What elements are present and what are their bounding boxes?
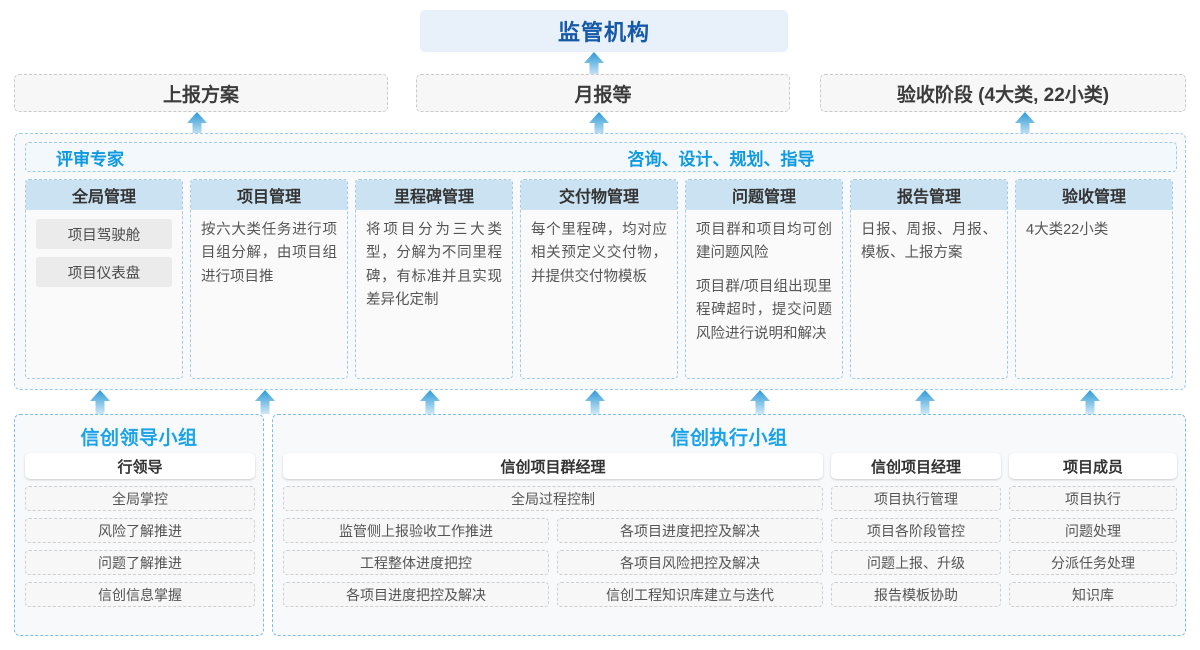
task-cell: 监管侧上报验收工作推进 bbox=[283, 518, 549, 543]
task-cell: 项目执行管理 bbox=[831, 486, 1001, 511]
mgmt-title-2: 里程碑管理 bbox=[356, 180, 512, 210]
task-cell: 知识库 bbox=[1009, 582, 1177, 607]
mgmt-para-6-0: 4大类22小类 bbox=[1026, 222, 1109, 238]
mgmt-title-4: 问题管理 bbox=[686, 180, 842, 210]
task-cell: 问题处理 bbox=[1009, 518, 1177, 543]
arrow-up-to-mgmt-acceptance bbox=[1079, 390, 1101, 414]
leading-group-panel: 信创领导小组 行领导 全局掌控 风险了解推进 问题了解推进 信创信息掌握 bbox=[14, 414, 264, 636]
mgmt-column-global: 全局管理 项目驾驶舱 项目仪表盘 bbox=[25, 179, 183, 379]
leading-group-title: 信创领导小组 bbox=[80, 428, 198, 449]
arrow-up-to-mgmt-global bbox=[89, 390, 111, 414]
mgmt-para-4-1: 项目群/项目组出现里程碑超时，提交问题风险进行说明和解决 bbox=[696, 278, 832, 342]
role-head-project-manager: 信创项目经理 bbox=[831, 453, 1001, 479]
task-cell: 项目各阶段管控 bbox=[831, 518, 1001, 543]
task-cell: 项目执行 bbox=[1009, 486, 1177, 511]
task-cell: 报告模板协助 bbox=[831, 582, 1001, 607]
task-cell: 各项目进度把控及解决 bbox=[283, 582, 549, 607]
report-box-acceptance: 验收阶段 (4大类, 22小类) bbox=[820, 74, 1186, 112]
role-head-bank-leader: 行领导 bbox=[25, 453, 255, 479]
mgmt-chip-cockpit: 项目驾驶舱 bbox=[36, 219, 172, 249]
report-label-0: 上报方案 bbox=[162, 84, 239, 106]
mgmt-body-1: 按六大类任务进行项目组分解，由项目组进行项目推 bbox=[191, 210, 347, 289]
mgmt-column-milestone: 里程碑管理 将项目分为三大类型，分解为不同里程碑，有标准并且实现差异化定制 bbox=[355, 179, 513, 379]
service-header-consulting: 咨询、设计、规划、指导 bbox=[25, 142, 1177, 172]
mgmt-title-6: 验收管理 bbox=[1016, 180, 1172, 210]
task-cell: 信创信息掌握 bbox=[25, 582, 255, 607]
task-cell: 工程整体进度把控 bbox=[283, 550, 549, 575]
report-box-plan: 上报方案 bbox=[14, 74, 388, 112]
report-label-1: 月报等 bbox=[574, 84, 632, 106]
arrow-up-to-mgmt-project bbox=[254, 390, 276, 414]
leading-group-column: 行领导 全局掌控 风险了解推进 问题了解推进 信创信息掌握 bbox=[25, 453, 255, 607]
mgmt-chip-dashboard: 项目仪表盘 bbox=[36, 257, 172, 287]
task-cell: 各项目风险把控及解决 bbox=[557, 550, 823, 575]
arrow-up-to-report-plan bbox=[186, 112, 208, 136]
mgmt-column-issue: 问题管理 项目群和项目均可创建问题风险 项目群/项目组出现里程碑超时，提交问题风… bbox=[685, 179, 843, 379]
arrow-up-to-mgmt-report bbox=[914, 390, 936, 414]
mgmt-body-5: 日报、周报、月报、模板、上报方案 bbox=[851, 210, 1007, 266]
mgmt-title-0: 全局管理 bbox=[26, 180, 182, 210]
mgmt-title-5: 报告管理 bbox=[851, 180, 1007, 210]
mgmt-para-4-0: 项目群和项目均可创建问题风险 bbox=[696, 222, 832, 262]
mgmt-para-2-0: 将项目分为三大类型，分解为不同里程碑，有标准并且实现差异化定制 bbox=[366, 222, 502, 309]
service-panel: 评审专家 咨询、设计、规划、指导 全局管理 项目驾驶舱 项目仪表盘 项目管理 按… bbox=[14, 133, 1186, 390]
mgmt-column-report: 报告管理 日报、周报、月报、模板、上报方案 bbox=[850, 179, 1008, 379]
task-cell: 问题了解推进 bbox=[25, 550, 255, 575]
role-head-project-member: 项目成员 bbox=[1009, 453, 1177, 479]
service-header-right-label: 咨询、设计、规划、指导 bbox=[627, 149, 815, 169]
program-manager-task-grid: 监管侧上报验收工作推进 各项目进度把控及解决 工程整体进度把控 各项目风险把控及… bbox=[283, 511, 823, 607]
mgmt-para-1-0: 按六大类任务进行项目组分解，由项目组进行项目推 bbox=[201, 222, 337, 285]
mgmt-column-deliverable: 交付物管理 每个里程碑，均对应相关预定义交付物，并提供交付物模板 bbox=[520, 179, 678, 379]
arrow-up-to-mgmt-deliverable bbox=[584, 390, 606, 414]
report-box-monthly: 月报等 bbox=[416, 74, 790, 112]
mgmt-para-3-0: 每个里程碑，均对应相关预定义交付物，并提供交付物模板 bbox=[531, 222, 667, 285]
role-head-program-manager: 信创项目群经理 bbox=[283, 453, 823, 479]
report-label-2: 验收阶段 (4大类, 22小类) bbox=[896, 84, 1110, 106]
arrow-up-to-mgmt-milestone bbox=[419, 390, 441, 414]
mgmt-column-project: 项目管理 按六大类任务进行项目组分解，由项目组进行项目推 bbox=[190, 179, 348, 379]
task-cell: 全局掌控 bbox=[25, 486, 255, 511]
task-cell: 信创工程知识库建立与迭代 bbox=[557, 582, 823, 607]
regulator-label: 监管机构 bbox=[557, 20, 650, 45]
task-cell-global-process-control: 全局过程控制 bbox=[283, 486, 823, 511]
mgmt-body-0: 项目驾驶舱 项目仪表盘 bbox=[26, 210, 182, 287]
arrow-up-to-regulator-center bbox=[583, 52, 605, 76]
service-header-left-label: 评审专家 bbox=[56, 149, 124, 169]
mgmt-body-3: 每个里程碑，均对应相关预定义交付物，并提供交付物模板 bbox=[521, 210, 677, 289]
program-manager-column: 信创项目群经理 全局过程控制 监管侧上报验收工作推进 各项目进度把控及解决 工程… bbox=[283, 453, 823, 607]
service-header-review-experts: 评审专家 bbox=[25, 142, 1177, 172]
task-cell: 各项目进度把控及解决 bbox=[557, 518, 823, 543]
arrow-up-to-report-monthly bbox=[588, 112, 610, 136]
project-manager-column: 信创项目经理 项目执行管理 项目各阶段管控 问题上报、升级 报告模板协助 bbox=[831, 453, 1001, 607]
task-cell: 风险了解推进 bbox=[25, 518, 255, 543]
regulator-box: 监管机构 bbox=[420, 10, 788, 52]
task-cell: 分派任务处理 bbox=[1009, 550, 1177, 575]
arrow-up-to-mgmt-issue bbox=[749, 390, 771, 414]
execution-group-panel: 信创执行小组 信创项目群经理 全局过程控制 监管侧上报验收工作推进 各项目进度把… bbox=[272, 414, 1186, 636]
mgmt-body-4: 项目群和项目均可创建问题风险 项目群/项目组出现里程碑超时，提交问题风险进行说明… bbox=[686, 210, 842, 346]
mgmt-para-5-0: 日报、周报、月报、模板、上报方案 bbox=[861, 222, 997, 262]
execution-group-title: 信创执行小组 bbox=[670, 428, 788, 449]
mgmt-body-6: 4大类22小类 bbox=[1016, 210, 1172, 242]
mgmt-body-2: 将项目分为三大类型，分解为不同里程碑，有标准并且实现差异化定制 bbox=[356, 210, 512, 313]
service-panel-header-row: 评审专家 咨询、设计、规划、指导 bbox=[25, 142, 1177, 172]
mgmt-title-3: 交付物管理 bbox=[521, 180, 677, 210]
project-member-column: 项目成员 项目执行 问题处理 分派任务处理 知识库 bbox=[1009, 453, 1177, 607]
mgmt-title-1: 项目管理 bbox=[191, 180, 347, 210]
task-cell: 问题上报、升级 bbox=[831, 550, 1001, 575]
arrow-up-to-report-acceptance bbox=[1014, 112, 1036, 136]
mgmt-column-acceptance: 验收管理 4大类22小类 bbox=[1015, 179, 1173, 379]
